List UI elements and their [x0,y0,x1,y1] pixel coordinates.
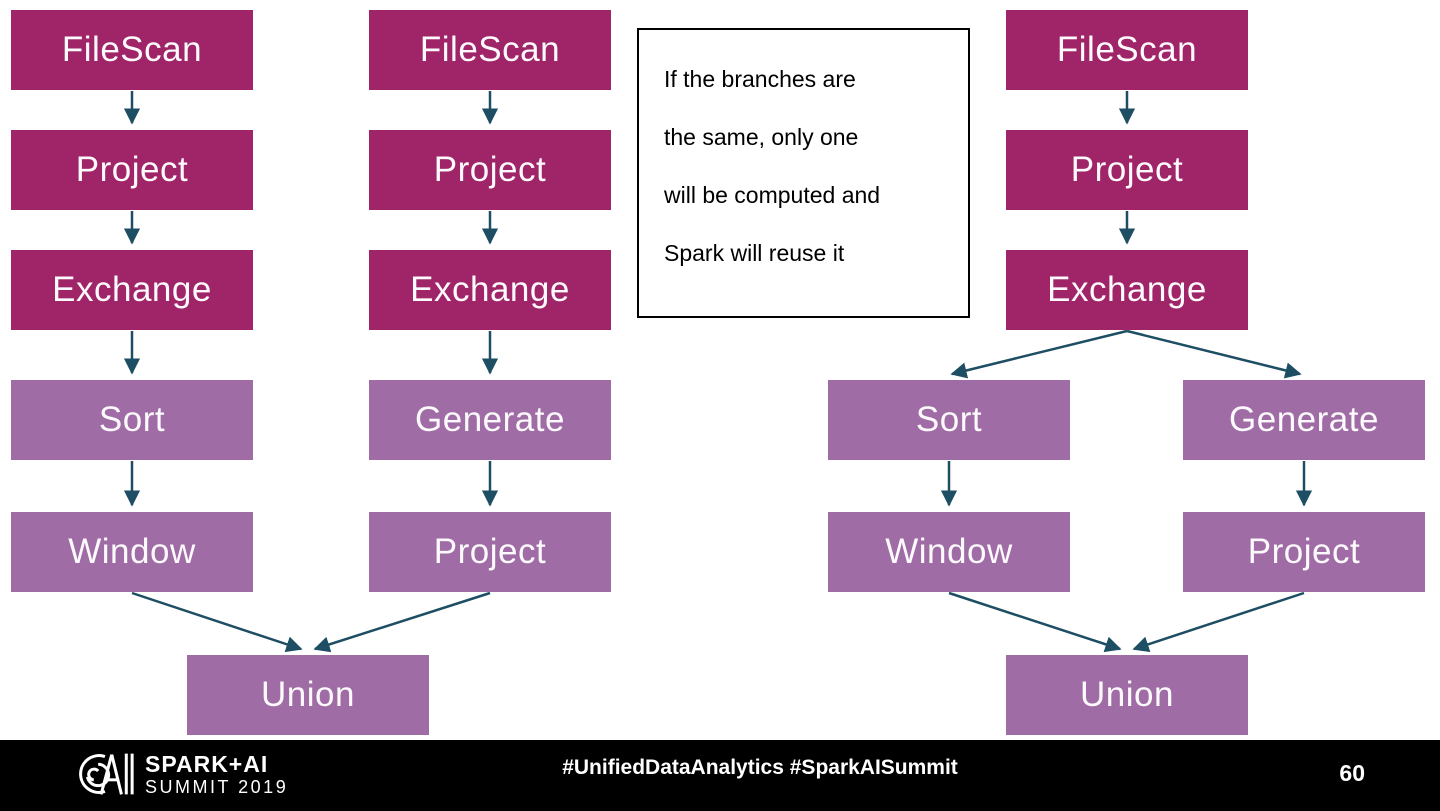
node-exchange: Exchange [11,250,253,330]
logo-title: SPARK+AI [145,750,269,777]
arrow-line [950,329,1128,379]
node-union: Union [1006,655,1248,735]
arrow-line [131,591,303,653]
node-filescan: FileScan [369,10,611,90]
node-filescan: FileScan [1006,10,1248,90]
note-text-line: Spark will reuse it [664,240,845,266]
node-window: Window [11,512,253,592]
note-text-line: will be computed and [664,182,881,208]
note-text-line: the same, only one [664,124,859,150]
note-text-line: If the branches are [664,66,856,92]
arrow-line [1132,591,1305,653]
node-project: Project [369,130,611,210]
node-project: Project [1183,512,1425,592]
arrow-line [948,591,1122,653]
note-box: If the branches are the same, only one w… [637,28,970,318]
arrow-line [313,591,491,653]
hashtags: #UnifiedDataAnalytics #SparkAISummit [562,756,958,779]
node-project: Project [1006,130,1248,210]
node-project: Project [369,512,611,592]
logo-text: SPARK+AI SUMMIT 2019 [145,750,289,797]
node-filescan: FileScan [11,10,253,90]
arrow-line [1126,329,1302,379]
spark-ai-summit-logo-icon [79,753,134,795]
node-generate: Generate [369,380,611,460]
spark-ai-summit-logo: SPARK+AI SUMMIT 2019 [70,749,288,799]
node-exchange: Exchange [369,250,611,330]
node-sort: Sort [11,380,253,460]
footer-bar: SPARK+AI SUMMIT 2019 #UnifiedDataAnalyti… [0,740,1440,811]
logo-subtitle: SUMMIT 2019 [145,776,289,797]
node-sort: Sort [828,380,1070,460]
node-exchange: Exchange [1006,250,1248,330]
node-generate: Generate [1183,380,1425,460]
node-project: Project [11,130,253,210]
node-window: Window [828,512,1070,592]
node-union: Union [187,655,429,735]
page-number: 60 [1339,760,1365,786]
